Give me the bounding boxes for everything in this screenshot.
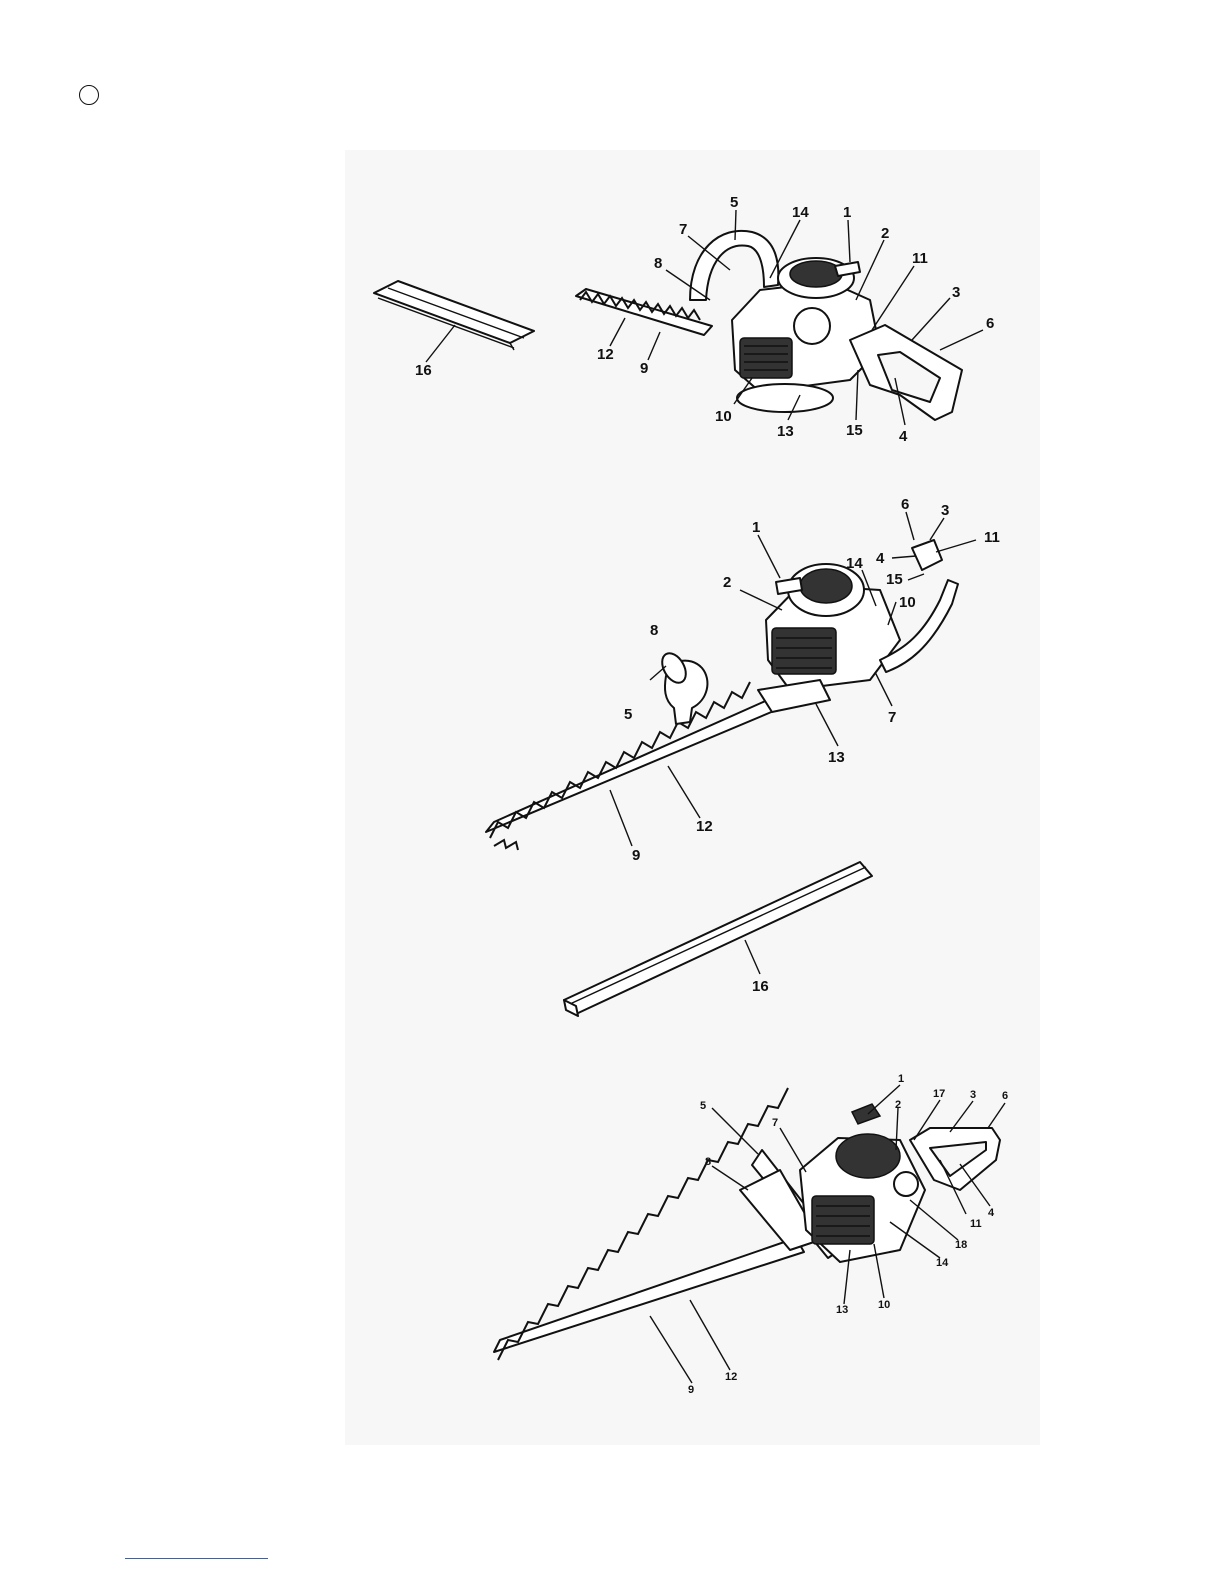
- fig2-callout-9: 9: [632, 847, 640, 864]
- figure-3-trimmer-with-swivel-handle: 1 17 3 6 2 5 7 8 4 11 18 14 10 13 12 9: [494, 1073, 1008, 1396]
- fig2-callout-2: 2: [723, 574, 731, 591]
- rear-handle-illustration: [910, 1128, 1000, 1190]
- blade-guard-illustration: [564, 862, 872, 1016]
- fig1-callout-3: 3: [952, 284, 960, 301]
- fig3-callout-18: 18: [955, 1239, 967, 1251]
- fig3-callout-9: 9: [688, 1384, 694, 1396]
- fig2-callout-3: 3: [941, 502, 949, 519]
- fig1-callout-7: 7: [679, 221, 687, 238]
- fig2-callout-16: 16: [752, 978, 769, 995]
- fig3-callout-17: 17: [933, 1088, 945, 1100]
- fig2-callout-5: 5: [624, 706, 632, 723]
- figure-1-double-handle-trimmer: 5 14 1 2 7 11 8 3 6 12 9 16 10 13 15 4: [374, 194, 994, 445]
- fig2-callout-13: 13: [828, 749, 845, 766]
- fig1-callout-11: 11: [912, 250, 928, 267]
- blade-guard-illustration: [374, 281, 534, 350]
- fig2-callout-15: 15: [886, 571, 903, 588]
- fig3-callout-1: 1: [898, 1073, 904, 1085]
- fig1-callout-9: 9: [640, 360, 648, 377]
- fig3-callout-10: 10: [878, 1299, 890, 1311]
- fig1-callout-14: 14: [792, 204, 809, 221]
- fig1-callout-15: 15: [846, 422, 863, 439]
- footnote-separator-line: [125, 1558, 268, 1559]
- fig1-callout-4: 4: [899, 428, 908, 445]
- fig1-callout-12: 12: [597, 346, 614, 363]
- fig2-callout-6: 6: [901, 496, 909, 513]
- fig3-callout-8: 8: [705, 1156, 711, 1168]
- fig2-callout-4: 4: [876, 550, 885, 567]
- cutting-blade-illustration: [494, 1088, 804, 1360]
- engine-housing-illustration: [758, 564, 900, 712]
- fig2-callout-11: 11: [984, 529, 1000, 546]
- fig1-callout-6: 6: [986, 315, 994, 332]
- fig1-callout-5: 5: [730, 194, 738, 211]
- fig1-callout-2: 2: [881, 225, 889, 242]
- fig1-callout-13: 13: [777, 423, 794, 440]
- cutting-blade-illustration: [486, 682, 800, 850]
- fig2-callout-7: 7: [888, 709, 896, 726]
- fig2-callout-1: 1: [752, 519, 760, 536]
- fig2-callout-14: 14: [846, 555, 863, 572]
- fig3-callout-5: 5: [700, 1100, 706, 1112]
- fig3-callout-14: 14: [936, 1257, 949, 1269]
- fig3-callout-2: 2: [895, 1099, 901, 1111]
- fig3-callout-7: 7: [772, 1117, 778, 1129]
- fig2-callout-10: 10: [899, 594, 916, 611]
- fig2-callout-12: 12: [696, 818, 713, 835]
- engine-housing-illustration: [800, 1104, 925, 1262]
- fig3-callout-4: 4: [988, 1207, 995, 1219]
- rear-handle-illustration: [850, 325, 962, 420]
- fig3-callout-6: 6: [1002, 1090, 1008, 1102]
- fig3-callout-12: 12: [725, 1371, 737, 1383]
- fig1-callout-16: 16: [415, 362, 432, 379]
- fig2-callout-8: 8: [650, 622, 658, 639]
- fig3-callout-3: 3: [970, 1089, 976, 1101]
- rear-grip-illustration: [912, 540, 942, 570]
- figure-2-shaft-trimmer: 1 2 6 3 11 4 14 15 10 8 5 7 13 12 9 16: [486, 496, 1000, 1016]
- fig3-callout-13: 13: [836, 1304, 848, 1316]
- fig1-callout-10: 10: [715, 408, 732, 425]
- fig3-callout-11: 11: [970, 1218, 982, 1230]
- fig1-callout-8: 8: [654, 255, 662, 272]
- fig1-callout-1: 1: [843, 204, 851, 221]
